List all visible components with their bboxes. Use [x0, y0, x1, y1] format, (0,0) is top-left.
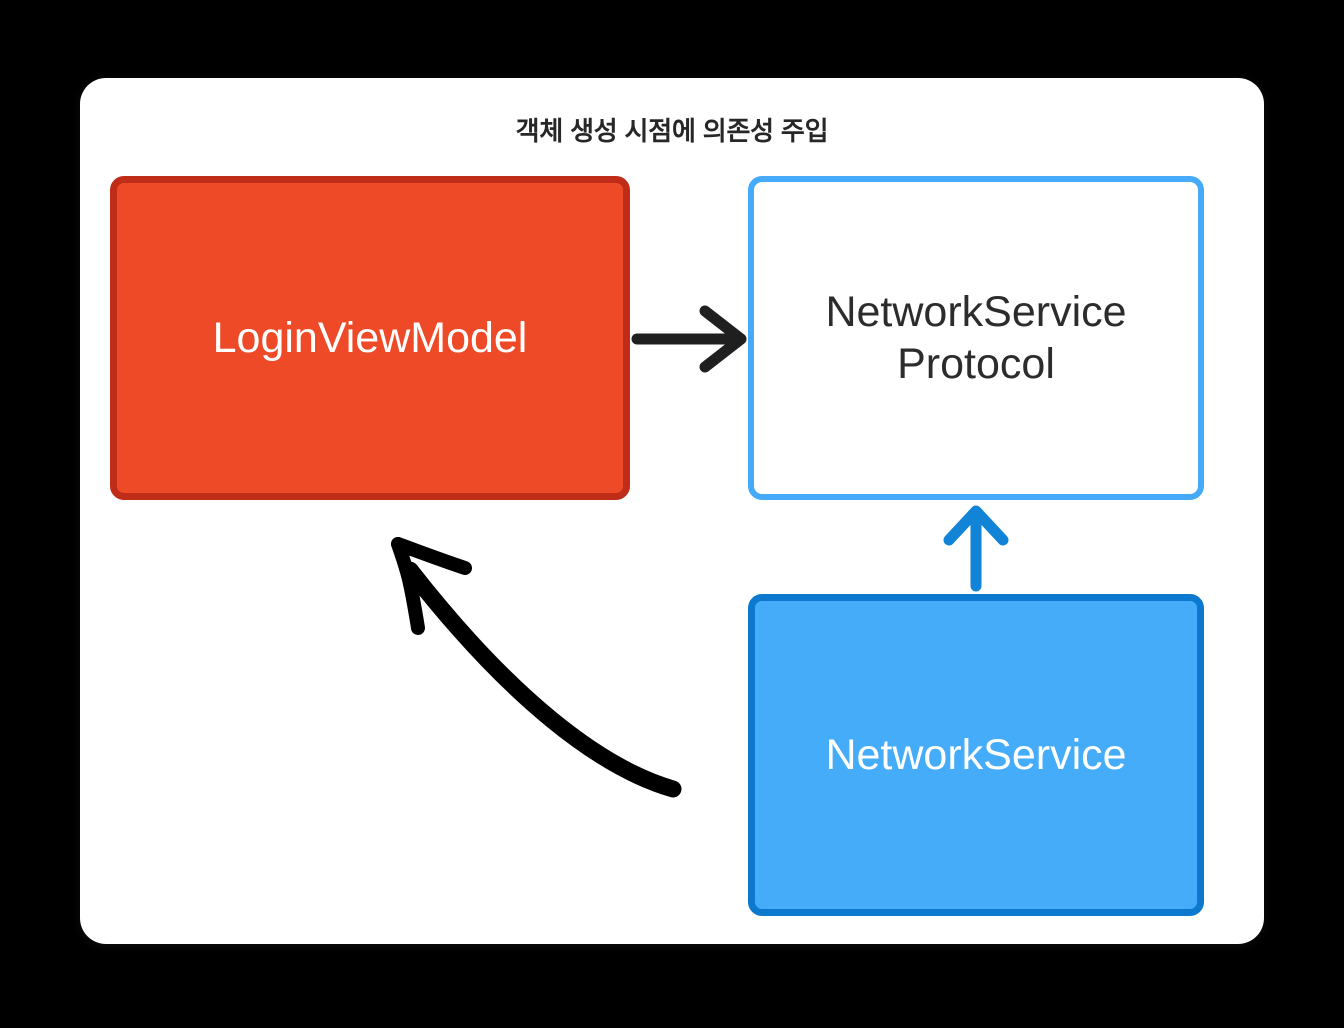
node-network-service-label: NetworkService — [825, 730, 1127, 779]
arrow-depends-on-icon — [631, 305, 747, 373]
node-login-view-model[interactable]: LoginViewModel — [110, 176, 630, 500]
arrow-conforms-to-icon — [943, 505, 1009, 592]
node-network-service-protocol[interactable]: NetworkService Protocol — [748, 176, 1204, 500]
node-login-view-model-label: LoginViewModel — [212, 313, 528, 362]
page-title: 객체 생성 시점에 의존성 주입 — [515, 116, 829, 146]
diagram-card: 객체 생성 시점에 의존성 주입 LoginViewModel NetworkS… — [80, 78, 1264, 944]
node-network-service-protocol-label: NetworkService Protocol — [825, 287, 1127, 388]
arrow-injected-into-icon — [391, 537, 682, 798]
node-network-service[interactable]: NetworkService — [748, 594, 1204, 916]
